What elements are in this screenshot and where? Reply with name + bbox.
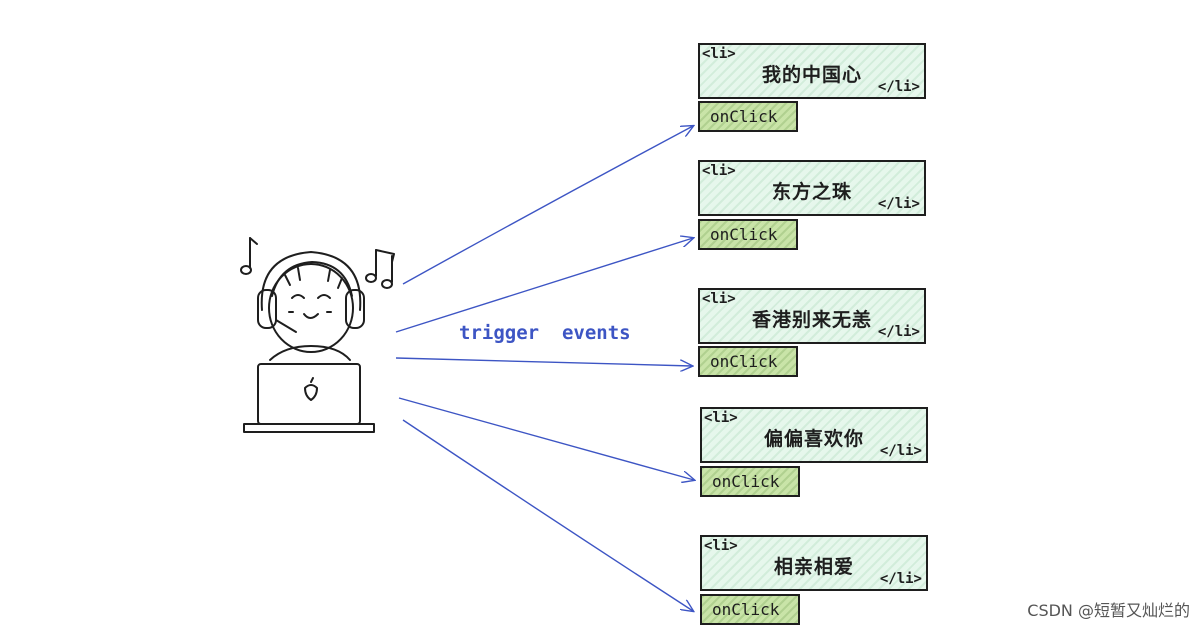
li-close-tag: </li>: [879, 571, 922, 587]
arrow-4: [398, 397, 694, 480]
list-item: <li> 我的中国心 </li>: [698, 43, 926, 99]
li-close-tag: </li>: [877, 79, 920, 95]
music-note-icon: [240, 237, 258, 275]
li-open-tag: <li>: [704, 538, 738, 554]
list-item-text: 相亲相爱: [773, 556, 854, 578]
onclick-handler: onClick: [700, 466, 800, 497]
person-with-headphones-and-laptop-icon: [240, 237, 395, 433]
trigger-events-label: trigger events: [459, 322, 631, 344]
watermark: CSDN @短暂又灿烂的: [1027, 601, 1190, 620]
arrow-3: [395, 357, 692, 366]
list-item: <li> 偏偏喜欢你 </li>: [700, 407, 928, 463]
li-close-tag: </li>: [877, 324, 920, 340]
arrow-1: [402, 126, 693, 285]
li-open-tag: <li>: [702, 163, 736, 179]
li-open-tag: <li>: [702, 46, 736, 62]
list-item-text: 我的中国心: [761, 64, 862, 86]
list-item: <li> 相亲相爱 </li>: [700, 535, 928, 591]
music-note-icon: [365, 249, 395, 289]
li-open-tag: <li>: [704, 410, 738, 426]
li-open-tag: <li>: [702, 291, 736, 307]
arrow-5: [402, 419, 693, 611]
list-item: <li> 东方之珠 </li>: [698, 160, 926, 216]
onclick-handler: onClick: [698, 101, 798, 132]
list-item-text: 偏偏喜欢你: [763, 428, 864, 450]
arrow-2: [395, 238, 693, 333]
list-item-text: 东方之珠: [771, 181, 852, 203]
list-item-text: 香港别来无恙: [751, 309, 872, 331]
list-item: <li> 香港别来无恙 </li>: [698, 288, 926, 344]
onclick-handler: onClick: [698, 346, 798, 377]
li-close-tag: </li>: [877, 196, 920, 212]
onclick-handler: onClick: [700, 594, 800, 625]
onclick-handler: onClick: [698, 219, 798, 250]
li-close-tag: </li>: [879, 443, 922, 459]
